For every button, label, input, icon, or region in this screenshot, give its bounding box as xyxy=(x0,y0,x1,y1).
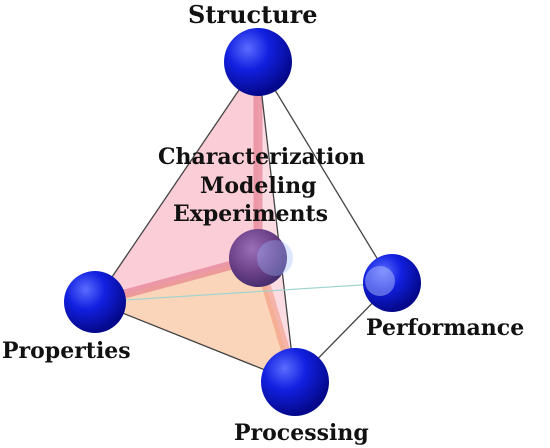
sphere-performance xyxy=(363,254,421,312)
edge-structure-properties xyxy=(94,61,259,303)
sphere-properties xyxy=(64,271,126,333)
sphere-processing xyxy=(261,348,329,416)
edge-properties-processing xyxy=(94,301,296,383)
label-structure: Structure xyxy=(188,0,318,29)
label-experiments: Experiments xyxy=(173,201,329,227)
sphere-structure xyxy=(224,28,292,96)
edge-structure-processing xyxy=(257,61,296,383)
sphere-performance-highlight xyxy=(365,266,395,296)
edge-structure-performance xyxy=(257,61,393,284)
label-properties: Properties xyxy=(2,338,131,364)
label-characterization: Characterization xyxy=(158,144,366,170)
label-processing: Processing xyxy=(234,420,369,446)
tetrahedron-edges xyxy=(94,61,393,383)
label-performance: Performance xyxy=(366,315,525,341)
label-modeling: Modeling xyxy=(200,173,317,199)
sphere-center xyxy=(229,229,287,287)
sphere-center-highlight xyxy=(257,240,293,276)
edge-properties-performance xyxy=(94,282,393,303)
